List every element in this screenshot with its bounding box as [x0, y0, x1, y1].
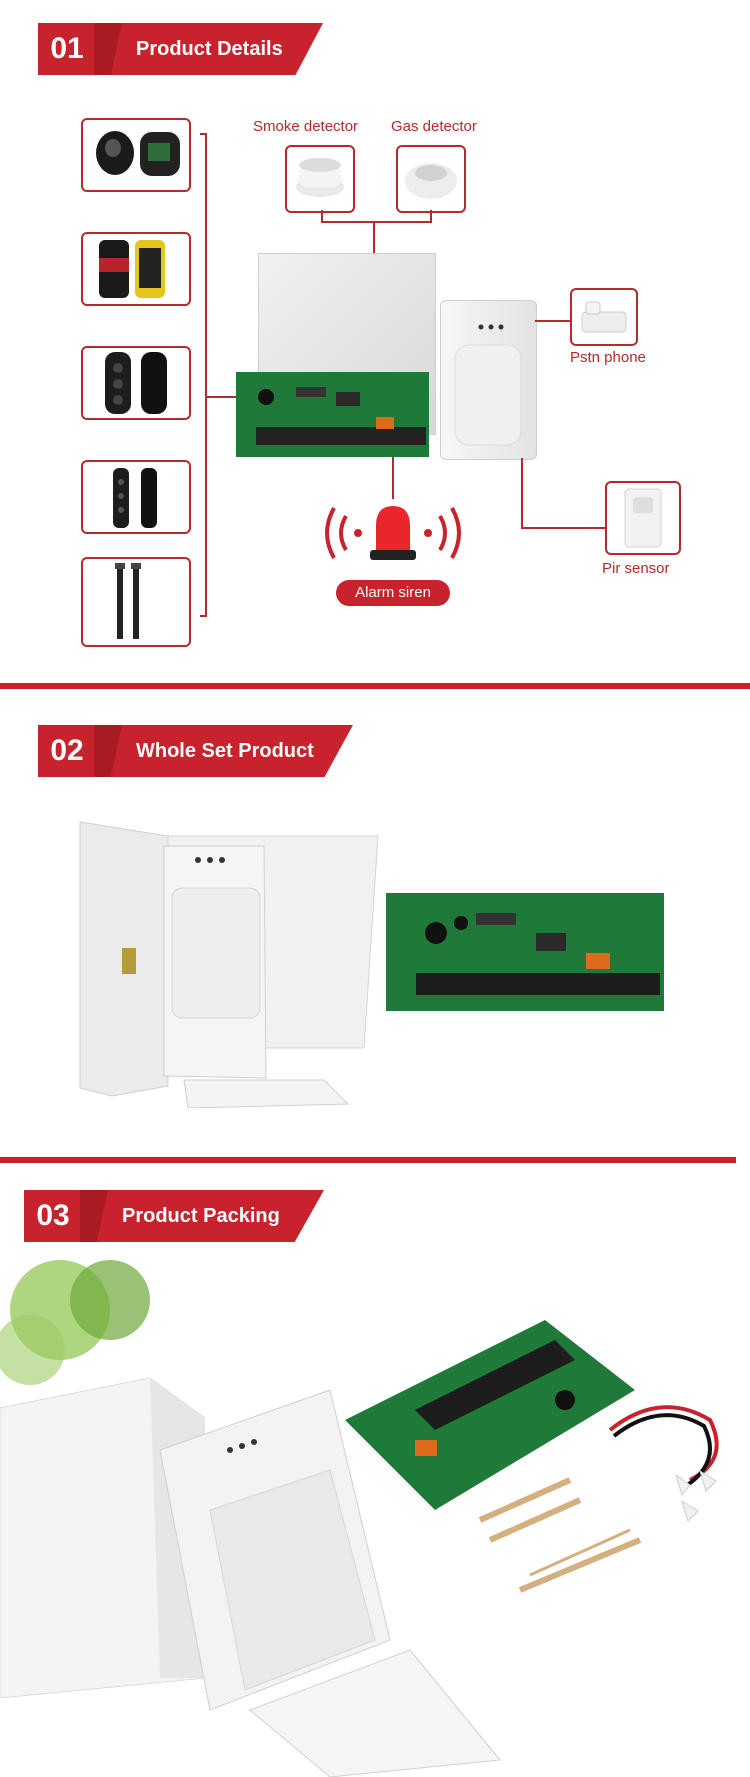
gas-detector-thumb	[396, 145, 466, 213]
gas-detector-label: Gas detector	[391, 118, 477, 135]
alarm-siren-label: Alarm siren	[336, 580, 450, 606]
packing-pcb	[345, 1320, 635, 1510]
pir-sensor-thumb	[605, 481, 681, 555]
beam-sensor-thumb-5	[81, 557, 191, 647]
keypad-device	[440, 300, 537, 460]
section-number: 01	[38, 23, 96, 75]
pstn-phone-label: Pstn phone	[570, 349, 646, 366]
whole-set-pcb	[386, 893, 664, 1011]
section-title: Whole Set Product	[94, 725, 353, 777]
smoke-detector-thumb	[285, 145, 355, 213]
section-number: 03	[24, 1190, 82, 1242]
plant-decoration	[0, 1240, 200, 1400]
beam-sensor-thumb-4	[81, 460, 191, 534]
beam-sensor-thumb-2	[81, 232, 191, 306]
control-panel-pcb	[236, 372, 429, 457]
section-divider	[0, 683, 750, 689]
section-title: Product Details	[94, 23, 323, 75]
section-01-banner: 01 Product Details	[38, 23, 323, 75]
beam-sensor-thumb-1	[81, 118, 191, 192]
smoke-detector-label: Smoke detector	[253, 118, 359, 135]
packing-keypad	[150, 1390, 510, 1777]
section-number: 02	[38, 725, 96, 777]
pstn-phone-thumb	[570, 288, 638, 346]
beam-sensor-thumb-3	[81, 346, 191, 420]
packing-wires	[600, 1400, 730, 1510]
packing-resistors	[470, 1470, 650, 1600]
section-divider	[0, 1157, 736, 1163]
packing-wall-plugs	[670, 1465, 730, 1525]
whole-set-enclosure-keypad	[78, 818, 380, 1108]
pir-sensor-label: Pir sensor	[602, 560, 670, 577]
alarm-siren-icon	[312, 498, 474, 568]
section-03-banner: 03 Product Packing	[24, 1190, 324, 1242]
section-title: Product Packing	[80, 1190, 324, 1242]
section-02-banner: 02 Whole Set Product	[38, 725, 353, 777]
